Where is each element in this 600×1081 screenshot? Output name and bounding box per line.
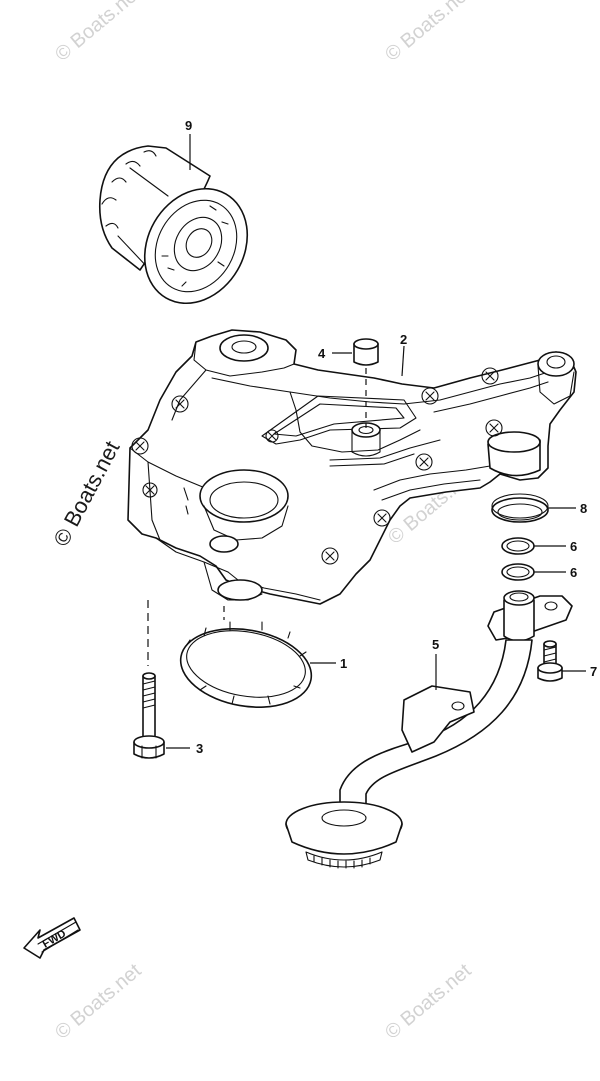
callout-2: 2 [400, 332, 407, 377]
callout-1-label: 1 [340, 656, 347, 671]
callout-3: 3 [166, 741, 203, 756]
callout-7: 7 [562, 664, 597, 679]
callout-2-label: 2 [400, 332, 407, 347]
callout-4-label: 4 [318, 346, 326, 361]
callout-6-upper: 6 [534, 539, 577, 554]
watermark-bottom-left: © Boats.net [51, 959, 146, 1043]
callout-8-label: 8 [580, 501, 587, 516]
callout-5: 5 [432, 637, 439, 690]
oil-filter-part [98, 145, 249, 305]
callout-4: 4 [318, 346, 352, 361]
o-ring-small-lower-part [501, 563, 535, 581]
dowel-pin-part [353, 338, 379, 428]
watermark-dark: © Boats.net [48, 437, 124, 551]
o-ring-small-upper-part [501, 537, 535, 555]
callout-9: 9 [185, 118, 192, 170]
watermark-top-left: © Boats.net [51, 0, 146, 66]
callout-6-lower-label: 6 [570, 565, 577, 580]
small-bolt-part [537, 640, 563, 682]
bolt-part [133, 600, 165, 759]
callout-6-upper-label: 6 [570, 539, 577, 554]
oil-pump-housing-part [127, 329, 577, 605]
fwd-label: FWD [41, 928, 69, 951]
callout-7-label: 7 [590, 664, 597, 679]
oil-strainer-part [285, 590, 573, 869]
callout-6-lower: 6 [534, 565, 577, 580]
callout-1: 1 [310, 656, 347, 671]
watermark-top-right: © Boats.net [381, 0, 476, 66]
callout-9-label: 9 [185, 118, 192, 133]
watermark-bottom-right: © Boats.net [381, 959, 476, 1043]
fwd-direction-arrow: FWD [23, 917, 81, 959]
callout-3-label: 3 [196, 741, 203, 756]
callout-5-label: 5 [432, 637, 439, 652]
o-ring-large-part [491, 493, 549, 523]
callout-8: 8 [548, 501, 587, 516]
gasket-ring-part [179, 606, 313, 708]
